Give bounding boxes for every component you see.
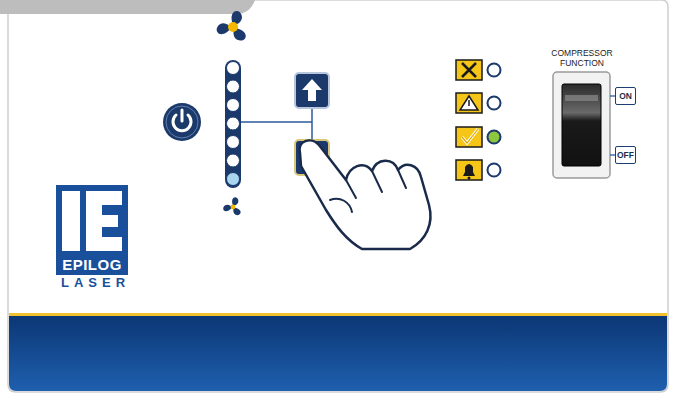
switch-position-label: OFF	[617, 150, 634, 160]
led-column	[225, 60, 241, 188]
brand-logo: EPILOGLASER	[56, 185, 128, 293]
button-wires	[241, 108, 312, 140]
brand-name: EPILOG	[56, 255, 128, 275]
switch-caption: COMPRESSOR FUNCTION	[548, 48, 616, 68]
rocker-switch	[553, 72, 610, 178]
status-leds	[488, 64, 501, 177]
fan-leds	[227, 62, 240, 186]
blue-band	[9, 316, 667, 391]
switch-position-label: ON	[619, 91, 632, 101]
panel-outline	[8, 0, 668, 392]
brand-subtitle: LASER	[56, 276, 128, 290]
up-button	[295, 73, 329, 108]
top-tab	[0, 0, 255, 14]
fan-icon	[215, 11, 248, 43]
logo-mark	[56, 185, 128, 255]
switch-position-box: OFF	[615, 146, 636, 164]
status-icons	[456, 60, 482, 180]
power-button	[163, 103, 201, 141]
switch-position-box: ON	[615, 87, 636, 105]
pointing-hand	[300, 140, 431, 249]
yellow-stripe	[9, 313, 667, 316]
fan-icon-small	[222, 197, 242, 216]
